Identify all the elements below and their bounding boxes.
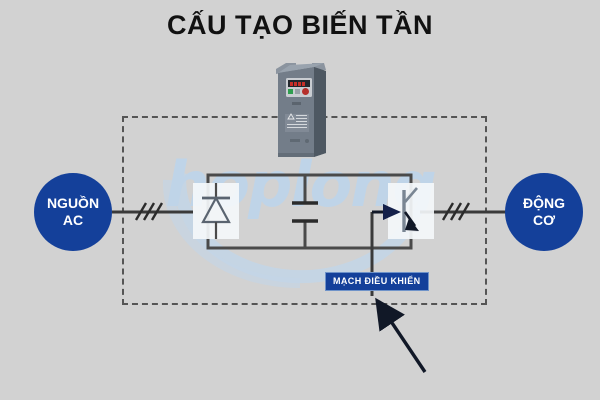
terminal-motor-line1: ĐỘNG xyxy=(523,194,565,211)
page-title: CẤU TẠO BIẾN TẦN xyxy=(167,10,433,40)
control-pointer-icon xyxy=(375,297,427,373)
control-circuit-label: MẠCH ĐIỀU KHIỂN xyxy=(325,272,429,291)
terminal-motor-line2: CƠ xyxy=(532,212,556,228)
inverter-tile xyxy=(388,183,434,239)
rectifier-tile xyxy=(193,183,239,239)
vfd-device-image xyxy=(266,57,334,161)
terminal-motor: ĐỘNG CƠ xyxy=(505,173,583,251)
input-phase-marker-icon xyxy=(134,202,164,221)
capacitor-icon xyxy=(292,201,318,223)
output-phase-marker-icon xyxy=(441,202,471,221)
vfd-drive-icon xyxy=(276,63,326,157)
terminal-source-line2: AC xyxy=(62,212,84,228)
terminal-source-line1: NGUỒN xyxy=(46,194,100,211)
terminal-source: NGUỒN AC xyxy=(34,173,112,251)
